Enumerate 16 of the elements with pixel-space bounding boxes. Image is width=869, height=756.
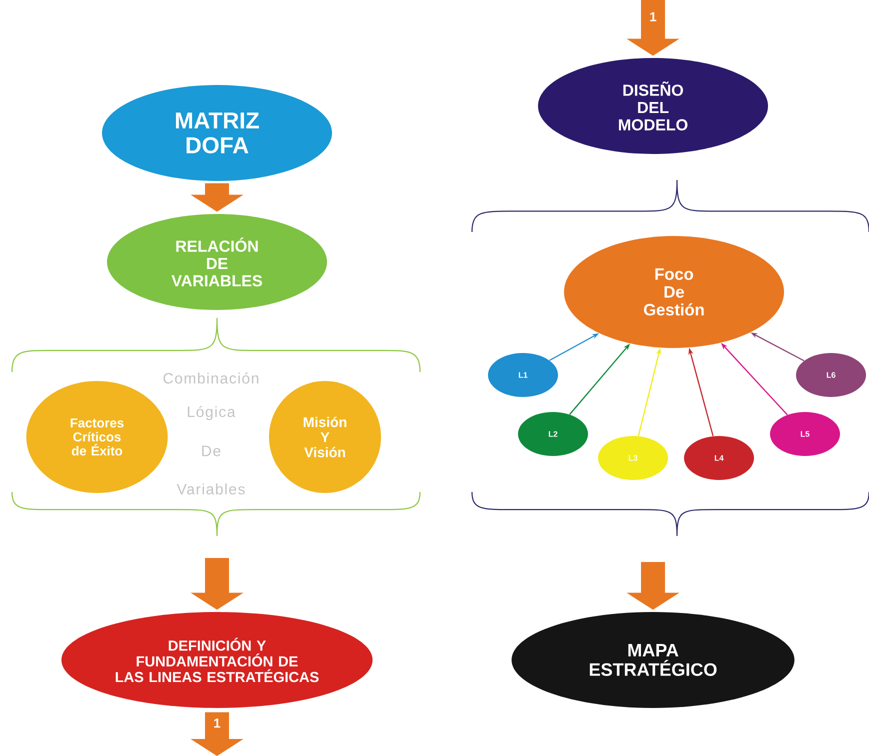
spaced-word: Lógica (188, 406, 236, 420)
small-oval: L4 (684, 436, 754, 480)
oval: RELACIÓN DE VARIABLES (107, 214, 327, 310)
small-oval: L2 (518, 412, 588, 456)
spaced-word: De (202, 446, 220, 456)
oval: Foco De Gestión (564, 236, 784, 348)
oval: MATRIZ DOFA (102, 85, 332, 181)
small-oval: L5 (770, 412, 840, 456)
spaced-word: Combinación (164, 372, 258, 384)
oval: DISEÑO DEL MODELO (538, 58, 768, 154)
spaced-word: Variables (176, 484, 245, 494)
oval: DEFINICIÓN Y FUNDAMENTACIÓN DE LAS LINEAS ESTRATÉGICAS (61, 612, 373, 708)
small-oval: L1 (488, 353, 558, 397)
small-oval: L3 (598, 436, 668, 480)
small-oval: L6 (796, 353, 866, 397)
oval: MAPA ESTRATÉGICO (512, 612, 794, 708)
